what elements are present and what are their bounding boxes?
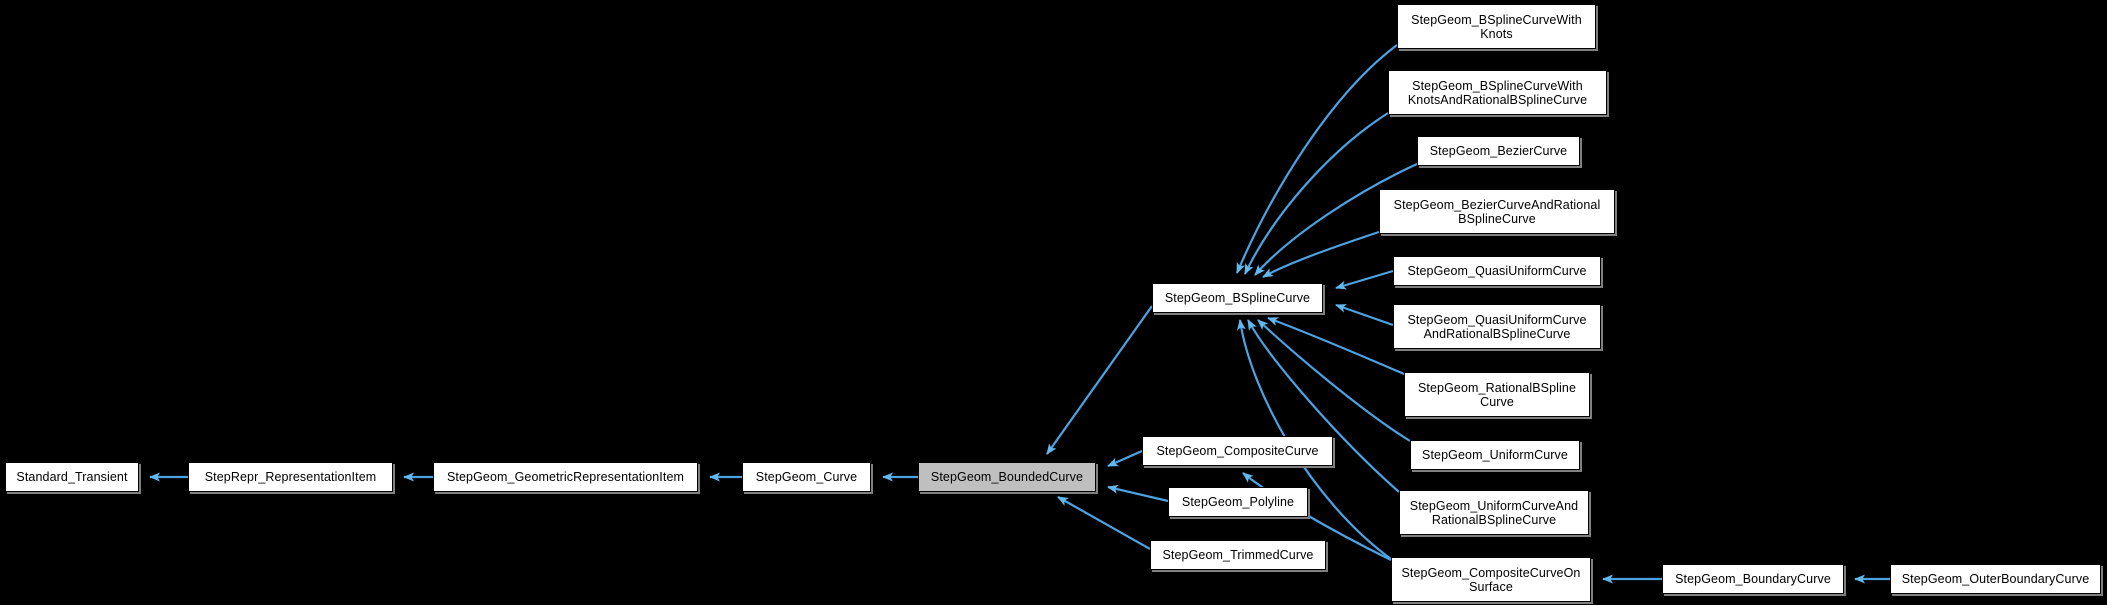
- inheritance-edge: [1335, 303, 1394, 327]
- class-node-stepgeom-quasiuniformcurve[interactable]: StepGeom_QuasiUniformCurve: [1393, 256, 1601, 286]
- class-node-label: StepGeom_OuterBoundaryCurve: [1901, 572, 2090, 586]
- inheritance-edge: [1057, 496, 1151, 550]
- inheritance-edge: [1335, 269, 1394, 290]
- class-node-label: StepGeom_Curve: [755, 470, 858, 484]
- class-node-stepgeom-boundarycurve[interactable]: StepGeom_BoundaryCurve: [1662, 564, 1844, 594]
- class-node-stepgeom-uniformcurve[interactable]: StepGeom_UniformCurve: [1410, 440, 1580, 470]
- class-node-standard-transient[interactable]: Standard_Transient: [5, 462, 139, 492]
- class-node-stepgeom-uniformcurveandrationalbsplinecurve[interactable]: StepGeom_UniformCurveAnd RationalBSpline…: [1399, 490, 1589, 535]
- class-node-label: StepGeom_BSplineCurve: [1164, 291, 1311, 305]
- inheritance-edge: [1267, 316, 1405, 376]
- class-node-label: StepGeom_RationalBSpline Curve: [1417, 380, 1577, 409]
- class-node-stepgeom-polyline[interactable]: StepGeom_Polyline: [1168, 487, 1308, 517]
- class-node-stepgeom-quasiuniformcurveandrationalbsplinecurve[interactable]: StepGeom_QuasiUniformCurve AndRationalBS…: [1393, 304, 1601, 349]
- class-node-label: StepGeom_UniformCurve: [1422, 448, 1568, 462]
- inheritance-edge: [1254, 162, 1418, 276]
- class-node-label: StepGeom_BezierCurveAndRational BSplineC…: [1393, 197, 1601, 226]
- class-node-stepgeom-compositecurve[interactable]: StepGeom_CompositeCurve: [1142, 436, 1333, 466]
- class-node-label: StepGeom_UniformCurveAnd RationalBSpline…: [1409, 498, 1579, 527]
- class-node-label: StepGeom_BoundedCurve: [930, 470, 1084, 484]
- class-node-stepgeom-geometricrepresentationitem[interactable]: StepGeom_GeometricRepresentationItem: [433, 462, 698, 492]
- class-node-label: StepRepr_RepresentationItem: [204, 470, 377, 484]
- class-node-stepgeom-outerboundarycurve[interactable]: StepGeom_OuterBoundaryCurve: [1890, 564, 2101, 594]
- class-node-label: StepGeom_TrimmedCurve: [1162, 548, 1314, 562]
- class-node-stepgeom-bsplinecurve[interactable]: StepGeom_BSplineCurve: [1152, 283, 1323, 313]
- class-node-stepgeom-rationalbsplinecurve[interactable]: StepGeom_RationalBSpline Curve: [1404, 372, 1590, 417]
- class-node-stepgeom-bsplinecurvewithknots[interactable]: StepGeom_BSplineCurveWith Knots: [1397, 4, 1596, 49]
- class-node-label: StepGeom_BSplineCurveWith Knots: [1411, 12, 1582, 41]
- inheritance-edges: [149, 44, 1890, 584]
- class-node-label: StepGeom_BoundaryCurve: [1675, 572, 1831, 586]
- class-node-label: StepGeom_QuasiUniformCurve: [1407, 264, 1587, 278]
- inheritance-edge: [1257, 319, 1411, 442]
- class-node-label: StepGeom_BezierCurve: [1429, 144, 1568, 158]
- class-node-stepgeom-compositecurveonsurface[interactable]: StepGeom_CompositeCurveOn Surface: [1391, 557, 1591, 602]
- class-node-stepgeom-boundedcurve[interactable]: StepGeom_BoundedCurve: [918, 462, 1096, 492]
- class-node-stepgeom-beziercurve[interactable]: StepGeom_BezierCurve: [1417, 136, 1580, 166]
- class-node-stepgeom-curve[interactable]: StepGeom_Curve: [742, 462, 871, 492]
- inheritance-edge: [1235, 44, 1398, 274]
- class-node-label: StepGeom_CompositeCurveOn Surface: [1401, 565, 1581, 594]
- inheritance-edge: [1107, 484, 1169, 503]
- inheritance-edge: [1107, 449, 1143, 468]
- class-node-label: StepGeom_GeometricRepresentationItem: [446, 470, 685, 484]
- class-node-stepgeom-bsplinecurvewithknotsandrationalbsplinecurve[interactable]: StepGeom_BSplineCurveWith KnotsAndRation…: [1388, 70, 1607, 115]
- inheritance-edge: [1247, 319, 1400, 493]
- class-node-stepgeom-beziercurveandrationalbsplinecurve[interactable]: StepGeom_BezierCurveAndRational BSplineC…: [1379, 189, 1615, 234]
- inheritance-edge: [1244, 112, 1389, 275]
- class-node-stepgeom-trimmedcurve[interactable]: StepGeom_TrimmedCurve: [1150, 540, 1326, 570]
- inheritance-edge: [1262, 230, 1380, 278]
- class-node-steprepr-representationitem[interactable]: StepRepr_RepresentationItem: [188, 462, 393, 492]
- class-node-label: Standard_Transient: [16, 470, 128, 484]
- class-node-label: StepGeom_BSplineCurveWith KnotsAndRation…: [1407, 78, 1588, 107]
- class-node-label: StepGeom_Polyline: [1181, 495, 1295, 509]
- class-node-label: StepGeom_CompositeCurve: [1156, 444, 1319, 458]
- class-node-label: StepGeom_QuasiUniformCurve AndRationalBS…: [1407, 312, 1587, 341]
- inheritance-edge: [1046, 305, 1153, 455]
